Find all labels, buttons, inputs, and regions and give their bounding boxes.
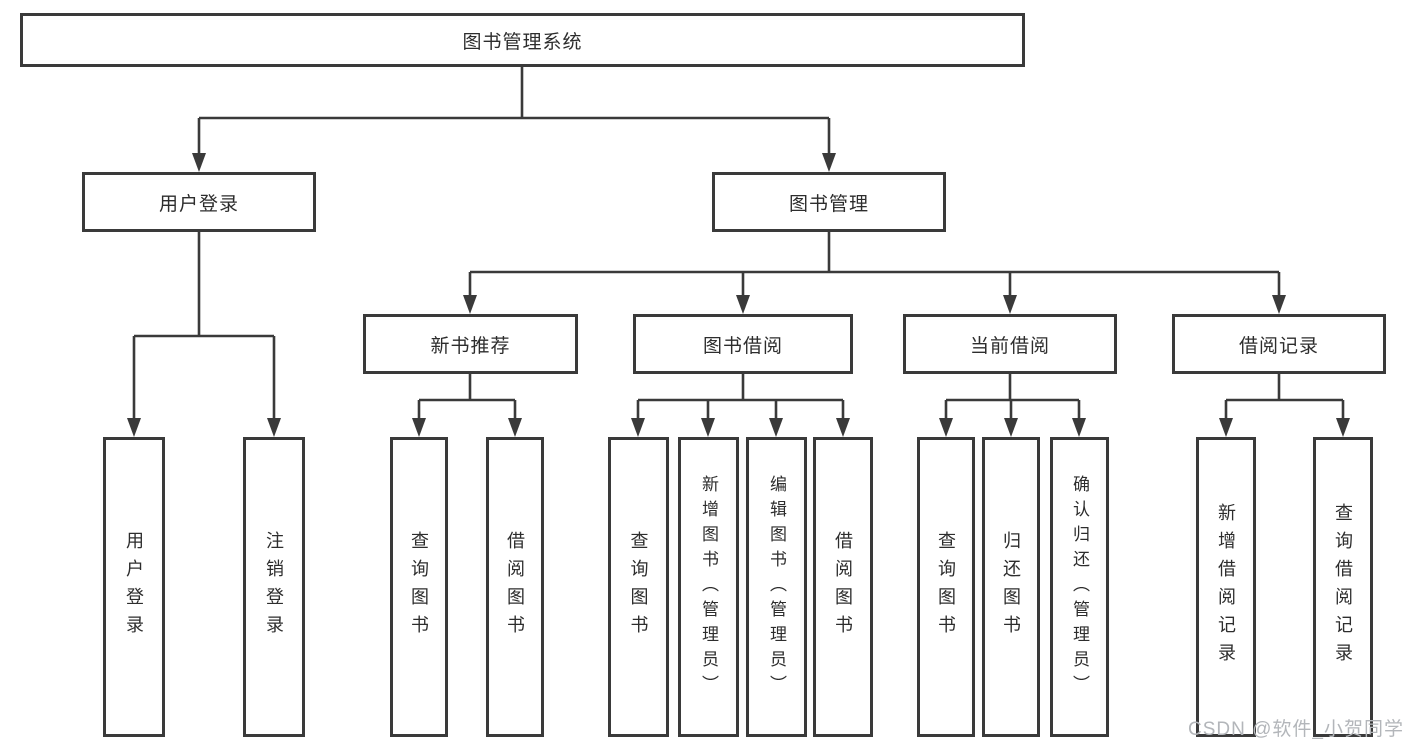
node-label: 新书推荐	[430, 335, 511, 357]
node-label: 图书管理	[788, 193, 869, 215]
node-book-management: 图书管理	[712, 172, 946, 232]
leaf-edit-books-admin: 编辑图书（管理员）	[746, 437, 807, 737]
leaf-return-books: 归还图书	[982, 437, 1040, 737]
connector-mgmt-to-level3	[463, 232, 1286, 314]
node-label: 确认归还（管理员）	[1070, 474, 1089, 700]
node-label: 编辑图书（管理员）	[767, 474, 786, 700]
node-label: 新增图书（管理员）	[699, 474, 718, 700]
node-label: 图书管理系统	[462, 31, 583, 53]
leaf-add-books-admin: 新增图书（管理员）	[678, 437, 739, 737]
leaf-query-books-recommend: 查询图书	[390, 437, 448, 737]
csdn-watermark: CSDN @软件_小贺同学	[1188, 719, 1404, 740]
node-label: 查询图书	[628, 531, 649, 643]
node-library-system-root: 图书管理系统	[20, 13, 1025, 67]
leaf-query-books-borrow: 查询图书	[608, 437, 669, 737]
node-label: 用户登录	[158, 193, 239, 215]
node-new-book-recommend: 新书推荐	[363, 314, 578, 374]
leaf-confirm-return-admin: 确认归还（管理员）	[1050, 437, 1109, 737]
node-label: 借阅记录	[1238, 335, 1319, 357]
node-label: 查询图书	[936, 531, 956, 643]
leaf-borrow-books-recommend: 借阅图书	[486, 437, 544, 737]
node-book-borrow: 图书借阅	[633, 314, 853, 374]
node-label: 借阅图书	[833, 531, 853, 643]
node-borrow-records: 借阅记录	[1172, 314, 1386, 374]
node-current-borrow: 当前借阅	[903, 314, 1117, 374]
leaf-user-login: 用户登录	[103, 437, 165, 737]
leaf-borrow-books-borrow: 借阅图书	[813, 437, 873, 737]
node-label: 注销登录	[264, 531, 284, 643]
node-label: 查询图书	[409, 531, 429, 643]
connector-current-to-leaves	[939, 374, 1086, 437]
node-label: 用户登录	[124, 531, 144, 643]
leaf-logout: 注销登录	[243, 437, 305, 737]
connector-recommend-to-leaves	[412, 374, 522, 437]
connector-borrow-to-leaves	[631, 374, 850, 437]
node-label: 当前借阅	[969, 335, 1050, 357]
leaf-query-borrow-record: 查询借阅记录	[1313, 437, 1373, 737]
node-label: 图书借阅	[702, 335, 783, 357]
connector-history-to-leaves	[1219, 374, 1350, 437]
node-user-login: 用户登录	[82, 172, 316, 232]
node-label: 新增借阅记录	[1216, 503, 1236, 671]
node-label: 查询借阅记录	[1333, 503, 1353, 671]
connector-login-to-leaves	[127, 232, 281, 437]
leaf-query-books-current: 查询图书	[917, 437, 975, 737]
node-label: 归还图书	[1001, 531, 1021, 643]
leaf-add-borrow-record: 新增借阅记录	[1196, 437, 1256, 737]
node-label: 借阅图书	[505, 531, 525, 643]
connector-root-to-level2	[192, 67, 836, 172]
